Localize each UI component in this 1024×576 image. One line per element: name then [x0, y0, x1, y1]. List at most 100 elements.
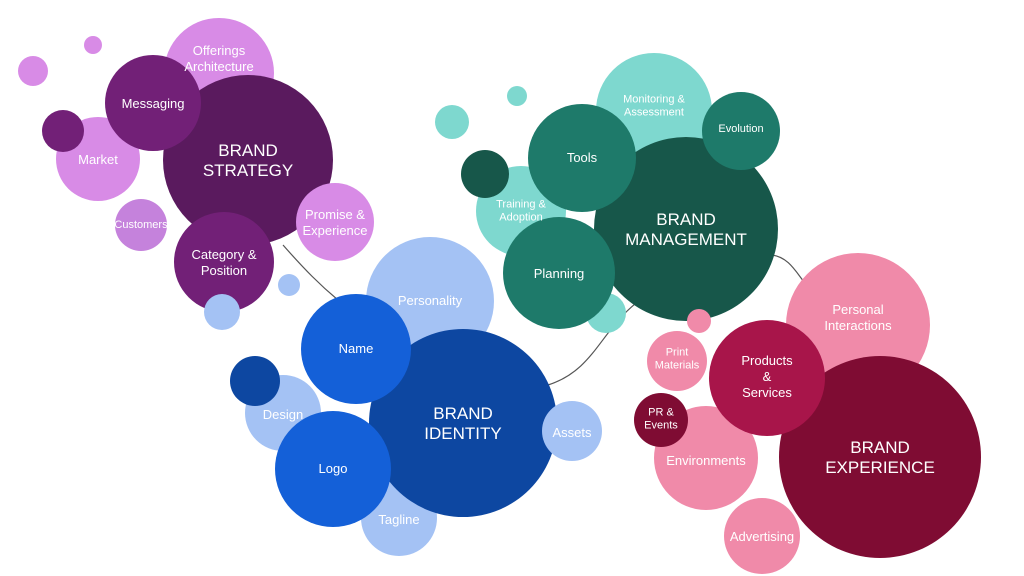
training-label: Training &Adoption — [496, 199, 546, 224]
messaging-label: Messaging — [122, 96, 185, 111]
bubble-advertising — [724, 498, 800, 574]
products-label-line: Products — [741, 353, 793, 368]
bubble-promise — [296, 183, 374, 261]
name-label: Name — [339, 341, 374, 356]
bubble-layer — [18, 18, 981, 574]
logo-label: Logo — [319, 461, 348, 476]
bubble-brand-experience — [779, 356, 981, 558]
connector-identity-management — [547, 299, 641, 386]
customers-label: Customers — [114, 219, 168, 231]
customers-label-line: Customers — [114, 219, 168, 231]
bubble-tools — [528, 104, 636, 212]
personality-label-line: Personality — [398, 293, 463, 308]
evolution-label-line: Evolution — [718, 123, 763, 135]
dot-exp-1 — [687, 309, 711, 333]
monitoring-label-line: Monitoring & — [623, 94, 685, 106]
personal-label-line: Interactions — [824, 318, 892, 333]
category-label: Category &Position — [191, 247, 256, 278]
dot-strategy-4 — [204, 294, 240, 330]
assets-label: Assets — [552, 425, 592, 440]
connector-strategy-identity — [282, 244, 339, 301]
training-label-line: Adoption — [499, 212, 542, 224]
brand-management-label-line: BRAND — [656, 210, 716, 229]
bubble-assets — [542, 401, 602, 461]
environments-label-line: Environments — [666, 453, 746, 468]
products-label-line: & — [763, 369, 772, 384]
dot-strategy-2 — [18, 56, 48, 86]
promise-label: Promise &Experience — [302, 207, 367, 238]
name-label-line: Name — [339, 341, 374, 356]
messaging-label-line: Messaging — [122, 96, 185, 111]
tools-label: Tools — [567, 150, 598, 165]
logo-label-line: Logo — [319, 461, 348, 476]
bubble-pr — [634, 393, 688, 447]
bubble-brand-identity — [369, 329, 557, 517]
products-label: Products&Services — [741, 353, 793, 400]
pr-label-line: Events — [644, 420, 678, 432]
dot-strategy-5 — [278, 274, 300, 296]
bubble-name — [301, 294, 411, 404]
bubble-customers — [115, 199, 167, 251]
offerings-label-line: Offerings — [193, 43, 246, 58]
dot-mgmt-4 — [461, 150, 509, 198]
bubble-category — [174, 212, 274, 312]
category-label-line: Position — [201, 263, 247, 278]
evolution-label: Evolution — [718, 123, 763, 135]
bubble-products — [709, 320, 825, 436]
brand-management-label-line: MANAGEMENT — [625, 230, 747, 249]
bubble-evolution — [702, 92, 780, 170]
bubble-messaging — [105, 55, 201, 151]
offerings-label-line: Architecture — [184, 59, 253, 74]
dot-strategy-3 — [42, 110, 84, 152]
dot-identity-1 — [230, 356, 280, 406]
dot-mgmt-1 — [435, 105, 469, 139]
brand-experience-label-line: EXPERIENCE — [825, 458, 935, 477]
design-label-line: Design — [263, 407, 303, 422]
dot-mgmt-2 — [507, 86, 527, 106]
print-label-line: Materials — [655, 360, 700, 372]
brand-identity-label-line: IDENTITY — [424, 424, 501, 443]
pr-label: PR &Events — [644, 407, 678, 432]
brand-strategy-label-line: STRATEGY — [203, 161, 293, 180]
brand-experience-label-line: BRAND — [850, 438, 910, 457]
monitoring-label: Monitoring &Assessment — [623, 94, 685, 119]
market-label: Market — [78, 152, 118, 167]
personal-label-line: Personal — [832, 302, 883, 317]
pr-label-line: PR & — [648, 407, 674, 419]
planning-label-line: Planning — [534, 266, 585, 281]
tagline-label-line: Tagline — [378, 512, 419, 527]
environments-label: Environments — [666, 453, 746, 468]
design-label: Design — [263, 407, 303, 422]
training-label-line: Training & — [496, 199, 546, 211]
bubble-logo — [275, 411, 391, 527]
tools-label-line: Tools — [567, 150, 598, 165]
advertising-label-line: Advertising — [730, 529, 794, 544]
brand-strategy-label-line: BRAND — [218, 141, 278, 160]
products-label-line: Services — [742, 385, 792, 400]
category-label-line: Category & — [191, 247, 256, 262]
tagline-label: Tagline — [378, 512, 419, 527]
dot-strategy-1 — [84, 36, 102, 54]
bubble-planning — [503, 217, 615, 329]
promise-label-line: Experience — [302, 223, 367, 238]
advertising-label: Advertising — [730, 529, 794, 544]
assets-label-line: Assets — [552, 425, 592, 440]
market-label-line: Market — [78, 152, 118, 167]
personality-label: Personality — [398, 293, 463, 308]
bubble-print — [647, 331, 707, 391]
bubble-brand-management — [594, 137, 778, 321]
brand-identity-label-line: BRAND — [433, 404, 493, 423]
monitoring-label-line: Assessment — [624, 107, 684, 119]
print-label-line: Print — [666, 347, 689, 359]
planning-label: Planning — [534, 266, 585, 281]
bubble-brand-strategy — [163, 75, 333, 245]
promise-label-line: Promise & — [305, 207, 365, 222]
